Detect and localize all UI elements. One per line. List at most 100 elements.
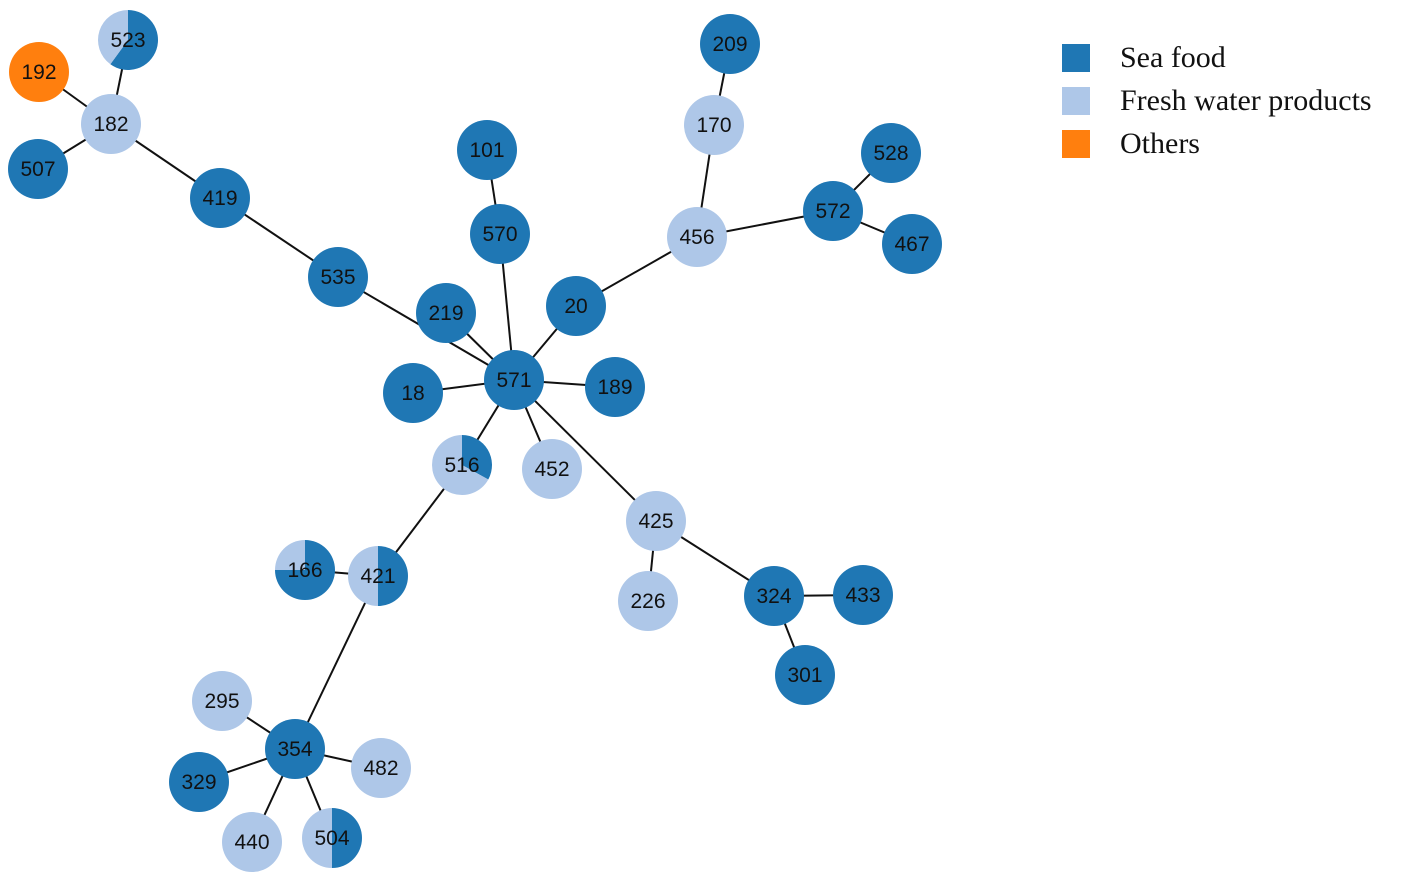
node-295: 295	[192, 671, 252, 731]
node-507-label: 507	[20, 158, 55, 181]
node-456: 456	[667, 207, 727, 267]
node-324: 324	[744, 566, 804, 626]
node-18-circle	[383, 363, 443, 423]
node-419-circle	[190, 168, 250, 228]
node-507-circle	[8, 139, 68, 199]
node-209-label: 209	[712, 33, 747, 56]
node-523-slice-0	[110, 10, 158, 70]
node-535-label: 535	[320, 266, 355, 289]
node-324-circle	[744, 566, 804, 626]
node-226-circle	[618, 571, 678, 631]
node-482: 482	[351, 738, 411, 798]
node-523: 523	[97, 10, 158, 70]
node-433-label: 433	[845, 584, 880, 607]
legend-item-others: Others	[1062, 122, 1372, 165]
node-425-circle	[626, 491, 686, 551]
node-433: 433	[833, 565, 893, 625]
node-20-circle	[546, 276, 606, 336]
node-421-slice-1	[348, 546, 378, 606]
node-170-label: 170	[696, 114, 731, 137]
node-18: 18	[383, 363, 443, 423]
node-535-circle	[308, 247, 368, 307]
node-192: 192	[9, 42, 69, 102]
node-192-label: 192	[21, 61, 56, 84]
legend-swatch-sea-food	[1062, 43, 1090, 72]
node-209-circle	[700, 14, 760, 74]
node-219-label: 219	[428, 302, 463, 325]
node-354-label: 354	[277, 738, 312, 761]
node-20: 20	[546, 276, 606, 336]
node-189: 189	[585, 357, 645, 417]
node-507: 507	[8, 139, 68, 199]
node-329-circle	[169, 752, 229, 812]
node-516: 516	[432, 435, 493, 495]
node-166: 166	[275, 540, 335, 600]
node-570-label: 570	[482, 223, 517, 246]
node-182: 182	[81, 94, 141, 154]
node-101: 101	[457, 120, 517, 180]
node-425-label: 425	[638, 510, 673, 533]
node-182-label: 182	[93, 113, 128, 136]
node-189-circle	[585, 357, 645, 417]
node-482-circle	[351, 738, 411, 798]
legend-swatch-fresh-water-products	[1062, 86, 1090, 115]
node-516-slice-1	[432, 435, 489, 495]
node-226: 226	[618, 571, 678, 631]
node-295-circle	[192, 671, 252, 731]
node-528: 528	[861, 123, 921, 183]
node-226-label: 226	[630, 590, 665, 613]
node-layer: 523 192 182 507 419 535 101 570 219 20 571 18 189 209…	[8, 10, 942, 872]
legend-label-fresh-water-products: Fresh water products	[1120, 83, 1372, 117]
node-166-label: 166	[287, 559, 322, 582]
legend-item-sea-food: Sea food	[1062, 36, 1372, 79]
node-295-label: 295	[204, 690, 239, 713]
node-301-circle	[775, 645, 835, 705]
node-101-label: 101	[469, 139, 504, 162]
node-101-circle	[457, 120, 517, 180]
edge-421-354	[294, 575, 379, 750]
node-516-slice-0	[462, 435, 493, 480]
node-528-label: 528	[873, 142, 908, 165]
node-504-slice-0	[332, 808, 362, 868]
node-467-label: 467	[894, 233, 929, 256]
edge-571-425	[513, 379, 657, 522]
node-456-circle	[667, 207, 727, 267]
node-209: 209	[700, 14, 760, 74]
node-329: 329	[169, 752, 229, 812]
node-572: 572	[803, 181, 863, 241]
node-571-circle	[484, 350, 544, 410]
node-18-label: 18	[401, 382, 424, 405]
node-440-label: 440	[234, 831, 269, 854]
node-528-circle	[861, 123, 921, 183]
node-523-label: 523	[110, 29, 145, 52]
node-570: 570	[470, 204, 530, 264]
node-467: 467	[882, 214, 942, 274]
node-523-slice-1	[97, 10, 128, 65]
node-456-label: 456	[679, 226, 714, 249]
node-219: 219	[416, 283, 476, 343]
node-433-circle	[833, 565, 893, 625]
legend-swatch-others	[1062, 129, 1090, 158]
node-467-circle	[882, 214, 942, 274]
node-452-circle	[522, 439, 582, 499]
node-571-label: 571	[496, 369, 531, 392]
node-571: 571	[484, 350, 544, 410]
node-425: 425	[626, 491, 686, 551]
node-504: 504	[302, 808, 362, 868]
node-166-slice-1	[275, 540, 305, 570]
node-482-label: 482	[363, 757, 398, 780]
node-354: 354	[265, 719, 325, 779]
node-419: 419	[190, 168, 250, 228]
legend-label-sea-food: Sea food	[1120, 40, 1226, 74]
node-20-label: 20	[564, 295, 587, 318]
node-419-label: 419	[202, 187, 237, 210]
node-301: 301	[775, 645, 835, 705]
node-421-label: 421	[360, 565, 395, 588]
legend: Sea food Fresh water products Others	[1062, 36, 1372, 165]
node-324-label: 324	[756, 585, 791, 608]
node-170: 170	[684, 95, 744, 155]
node-440-circle	[222, 812, 282, 872]
node-570-circle	[470, 204, 530, 264]
node-535: 535	[308, 247, 368, 307]
